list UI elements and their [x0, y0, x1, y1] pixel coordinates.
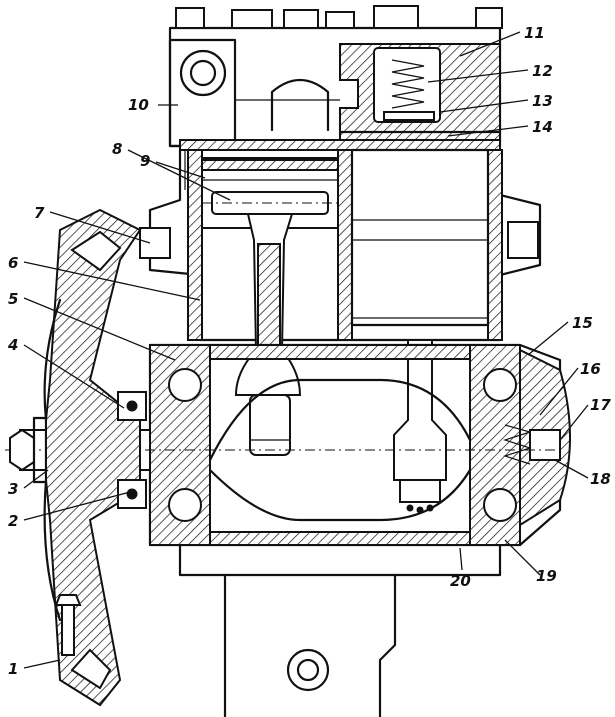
callout-16: 16	[580, 360, 601, 378]
callout-9: 9	[140, 152, 150, 170]
callout-5: 5	[8, 290, 18, 308]
callout-3: 3	[8, 480, 18, 498]
callout-17: 17	[590, 396, 611, 414]
callout-15: 15	[572, 314, 593, 332]
leader-lines	[23, 31, 589, 669]
drive-pulley	[5, 208, 560, 707]
callout-labels: 1 2 3 4 5 6 7 8 9 10 11 12 13 14 15 16 1…	[7, 24, 611, 678]
callout-4: 4	[7, 336, 18, 354]
callout-2: 2	[8, 512, 18, 530]
callout-1: 1	[8, 660, 18, 678]
callout-6: 6	[8, 254, 18, 272]
crankcase	[148, 343, 571, 717]
callout-18: 18	[590, 470, 611, 488]
callout-13: 13	[532, 92, 553, 110]
callout-12: 12	[532, 62, 553, 80]
cylinder-head	[168, 5, 503, 151]
callout-8: 8	[112, 140, 122, 158]
callout-14: 14	[532, 118, 553, 136]
callout-7: 7	[34, 204, 45, 222]
cylinder-block	[139, 148, 542, 342]
callout-19: 19	[536, 567, 557, 585]
callout-11: 11	[524, 24, 545, 42]
callout-20: 20	[450, 572, 471, 590]
connecting-rods	[234, 213, 447, 514]
callout-10: 10	[128, 96, 149, 114]
